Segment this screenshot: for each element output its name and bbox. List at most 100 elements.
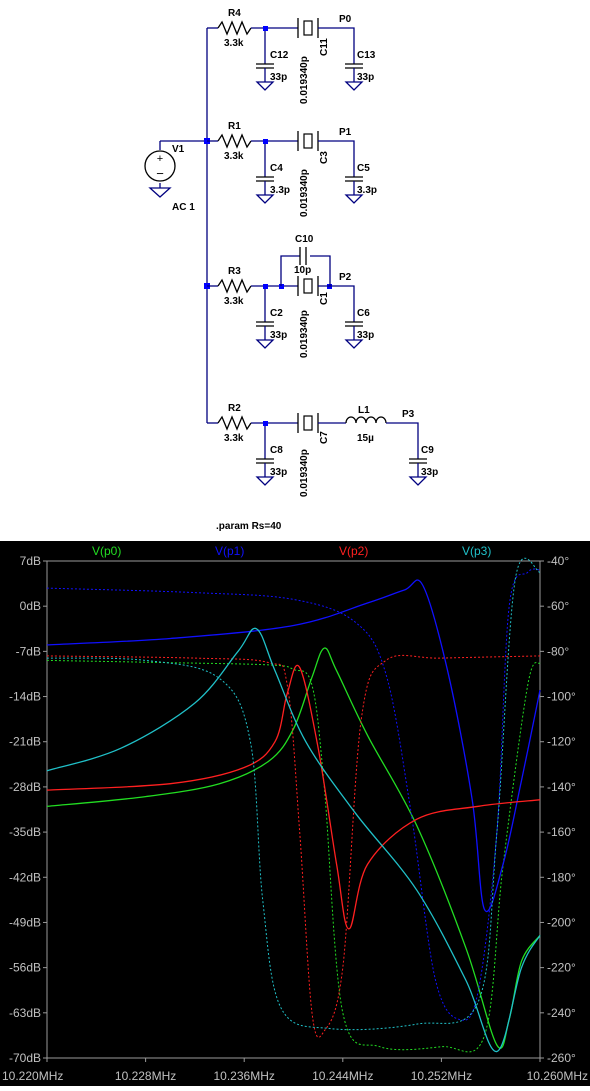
ground-icon bbox=[255, 81, 275, 91]
left-axis-label: -63dB bbox=[9, 1006, 41, 1020]
left-axis-label: -21dB bbox=[9, 735, 41, 749]
node-p3: P3 bbox=[402, 409, 415, 420]
capacitor-c10[interactable] bbox=[299, 247, 307, 265]
svg-text:+: + bbox=[157, 153, 163, 165]
vp2-phase-trace[interactable] bbox=[46, 654, 541, 1038]
c10-value: 10p bbox=[294, 265, 311, 276]
c2-value: 33p bbox=[270, 330, 287, 341]
vp0-magnitude-trace[interactable] bbox=[46, 647, 541, 1049]
r4-value: 3.3k bbox=[224, 38, 244, 49]
resistor-r3[interactable] bbox=[217, 278, 252, 294]
capacitor-c13[interactable] bbox=[345, 63, 363, 69]
capacitor-c2[interactable] bbox=[256, 321, 274, 327]
vp3-phase-trace[interactable] bbox=[46, 557, 541, 1031]
c1-name: C1 bbox=[319, 292, 330, 305]
right-axis-label: -260° bbox=[547, 1051, 576, 1065]
resistor-r1[interactable] bbox=[217, 133, 252, 149]
inductor-l1[interactable] bbox=[345, 416, 387, 424]
left-axis-label: -70dB bbox=[9, 1051, 41, 1065]
source-value: AC 1 bbox=[172, 202, 195, 213]
c9-value: 33p bbox=[421, 467, 438, 478]
left-axis-label: -28dB bbox=[9, 780, 41, 794]
ground-icon bbox=[255, 476, 275, 486]
waveform-plot[interactable]: V(p0) V(p1) V(p2) V(p3) 7dB0dB-7dB-14dB-… bbox=[0, 541, 590, 1086]
left-axis-label: 0dB bbox=[20, 599, 41, 613]
legend-v-p1[interactable]: V(p1) bbox=[215, 544, 244, 558]
right-axis-label: -180° bbox=[547, 870, 576, 884]
c2-name: C2 bbox=[270, 308, 283, 319]
right-axis-label: -220° bbox=[547, 961, 576, 975]
branch-p1: R1 3.3k C4 3.3p C3 0.019340p P1 C5 3.3p bbox=[207, 121, 377, 217]
r3-name: R3 bbox=[228, 266, 241, 277]
c4-name: C4 bbox=[270, 163, 283, 174]
l1-value: 15µ bbox=[357, 433, 374, 444]
x-axis-label: 10.260MHz bbox=[527, 1069, 588, 1083]
x-axis-label: 10.236MHz bbox=[214, 1069, 275, 1083]
c10-name: C10 bbox=[295, 234, 314, 245]
right-axis-label: -100° bbox=[547, 690, 576, 704]
resistor-r4[interactable] bbox=[217, 20, 252, 36]
c13-name: C13 bbox=[357, 50, 376, 61]
voltage-source-v1[interactable]: + − bbox=[144, 140, 207, 198]
c7-name: C7 bbox=[319, 431, 330, 444]
x-axis-label: 10.244MHz bbox=[312, 1069, 373, 1083]
ground-icon bbox=[408, 476, 428, 486]
x-axis-label: 10.252MHz bbox=[411, 1069, 472, 1083]
l1-name: L1 bbox=[358, 405, 370, 416]
left-axis-label: -49dB bbox=[9, 915, 41, 929]
right-axis-label: -120° bbox=[547, 735, 576, 749]
vp3-magnitude-trace[interactable] bbox=[46, 627, 541, 1053]
r2-name: R2 bbox=[228, 403, 241, 414]
c8-value: 33p bbox=[270, 467, 287, 478]
r1-value: 3.3k bbox=[224, 151, 244, 162]
schematic-canvas: + − V1 AC 1 R4 3.3k C12 33p C11 0.019340… bbox=[144, 8, 438, 532]
left-axis-label: -56dB bbox=[9, 961, 41, 975]
c1-value: 0.019340p bbox=[299, 310, 310, 358]
vp1-phase-trace[interactable] bbox=[46, 568, 541, 1021]
right-axis-label: -240° bbox=[547, 1006, 576, 1020]
x-axis-label: 10.228MHz bbox=[115, 1069, 176, 1083]
branch-p3: R2 3.3k C8 33p C7 0.019340p L1 15µ P3 C9… bbox=[207, 403, 438, 497]
c5-name: C5 bbox=[357, 163, 370, 174]
legend-v-p0[interactable]: V(p0) bbox=[92, 544, 121, 558]
node-p2: P2 bbox=[339, 272, 352, 283]
c11-value: 0.019340p bbox=[299, 56, 310, 104]
schematic-panel: + − V1 AC 1 R4 3.3k C12 33p C11 0.019340… bbox=[0, 0, 590, 540]
ground-icon bbox=[255, 339, 275, 349]
ground-icon bbox=[344, 339, 364, 349]
resistor-r2[interactable] bbox=[217, 415, 252, 431]
vp2-magnitude-trace[interactable] bbox=[46, 664, 541, 930]
right-axis-label: -140° bbox=[547, 780, 576, 794]
vp0-phase-trace[interactable] bbox=[46, 659, 541, 1053]
right-axis-label: -60° bbox=[547, 599, 569, 613]
c11-name: C11 bbox=[319, 38, 330, 56]
c7-value: 0.019340p bbox=[299, 449, 310, 497]
capacitor-c8[interactable] bbox=[256, 458, 274, 464]
capacitor-c6[interactable] bbox=[345, 321, 363, 327]
trace-legend: V(p0) V(p1) V(p2) V(p3) bbox=[92, 544, 491, 558]
r3-value: 3.3k bbox=[224, 296, 244, 307]
capacitor-c9[interactable] bbox=[409, 458, 427, 464]
capacitor-c4[interactable] bbox=[256, 176, 274, 182]
left-axis-db: 7dB0dB-7dB-14dB-21dB-28dB-35dB-42dB-49dB… bbox=[9, 554, 47, 1065]
vp1-magnitude-trace[interactable] bbox=[46, 579, 541, 913]
ground-icon bbox=[255, 194, 275, 204]
right-axis-label: -200° bbox=[547, 915, 576, 929]
r4-name: R4 bbox=[228, 8, 241, 19]
source-name: V1 bbox=[172, 144, 185, 155]
spice-directive[interactable]: .param Rs=40 bbox=[216, 521, 282, 532]
ground-icon bbox=[344, 194, 364, 204]
right-axis-phase: -40°-60°-80°-100°-120°-140°-160°-180°-20… bbox=[540, 554, 576, 1065]
r1-name: R1 bbox=[228, 121, 241, 132]
right-axis-label: -160° bbox=[547, 825, 576, 839]
capacitor-c12[interactable] bbox=[256, 63, 274, 69]
capacitor-c5[interactable] bbox=[345, 176, 363, 182]
ground-icon bbox=[344, 81, 364, 91]
left-axis-label: -35dB bbox=[9, 825, 41, 839]
legend-v-p2[interactable]: V(p2) bbox=[339, 544, 368, 558]
c4-value: 3.3p bbox=[270, 185, 290, 196]
c13-value: 33p bbox=[357, 72, 374, 83]
legend-v-p3[interactable]: V(p3) bbox=[462, 544, 491, 558]
c3-name: C3 bbox=[319, 151, 330, 164]
